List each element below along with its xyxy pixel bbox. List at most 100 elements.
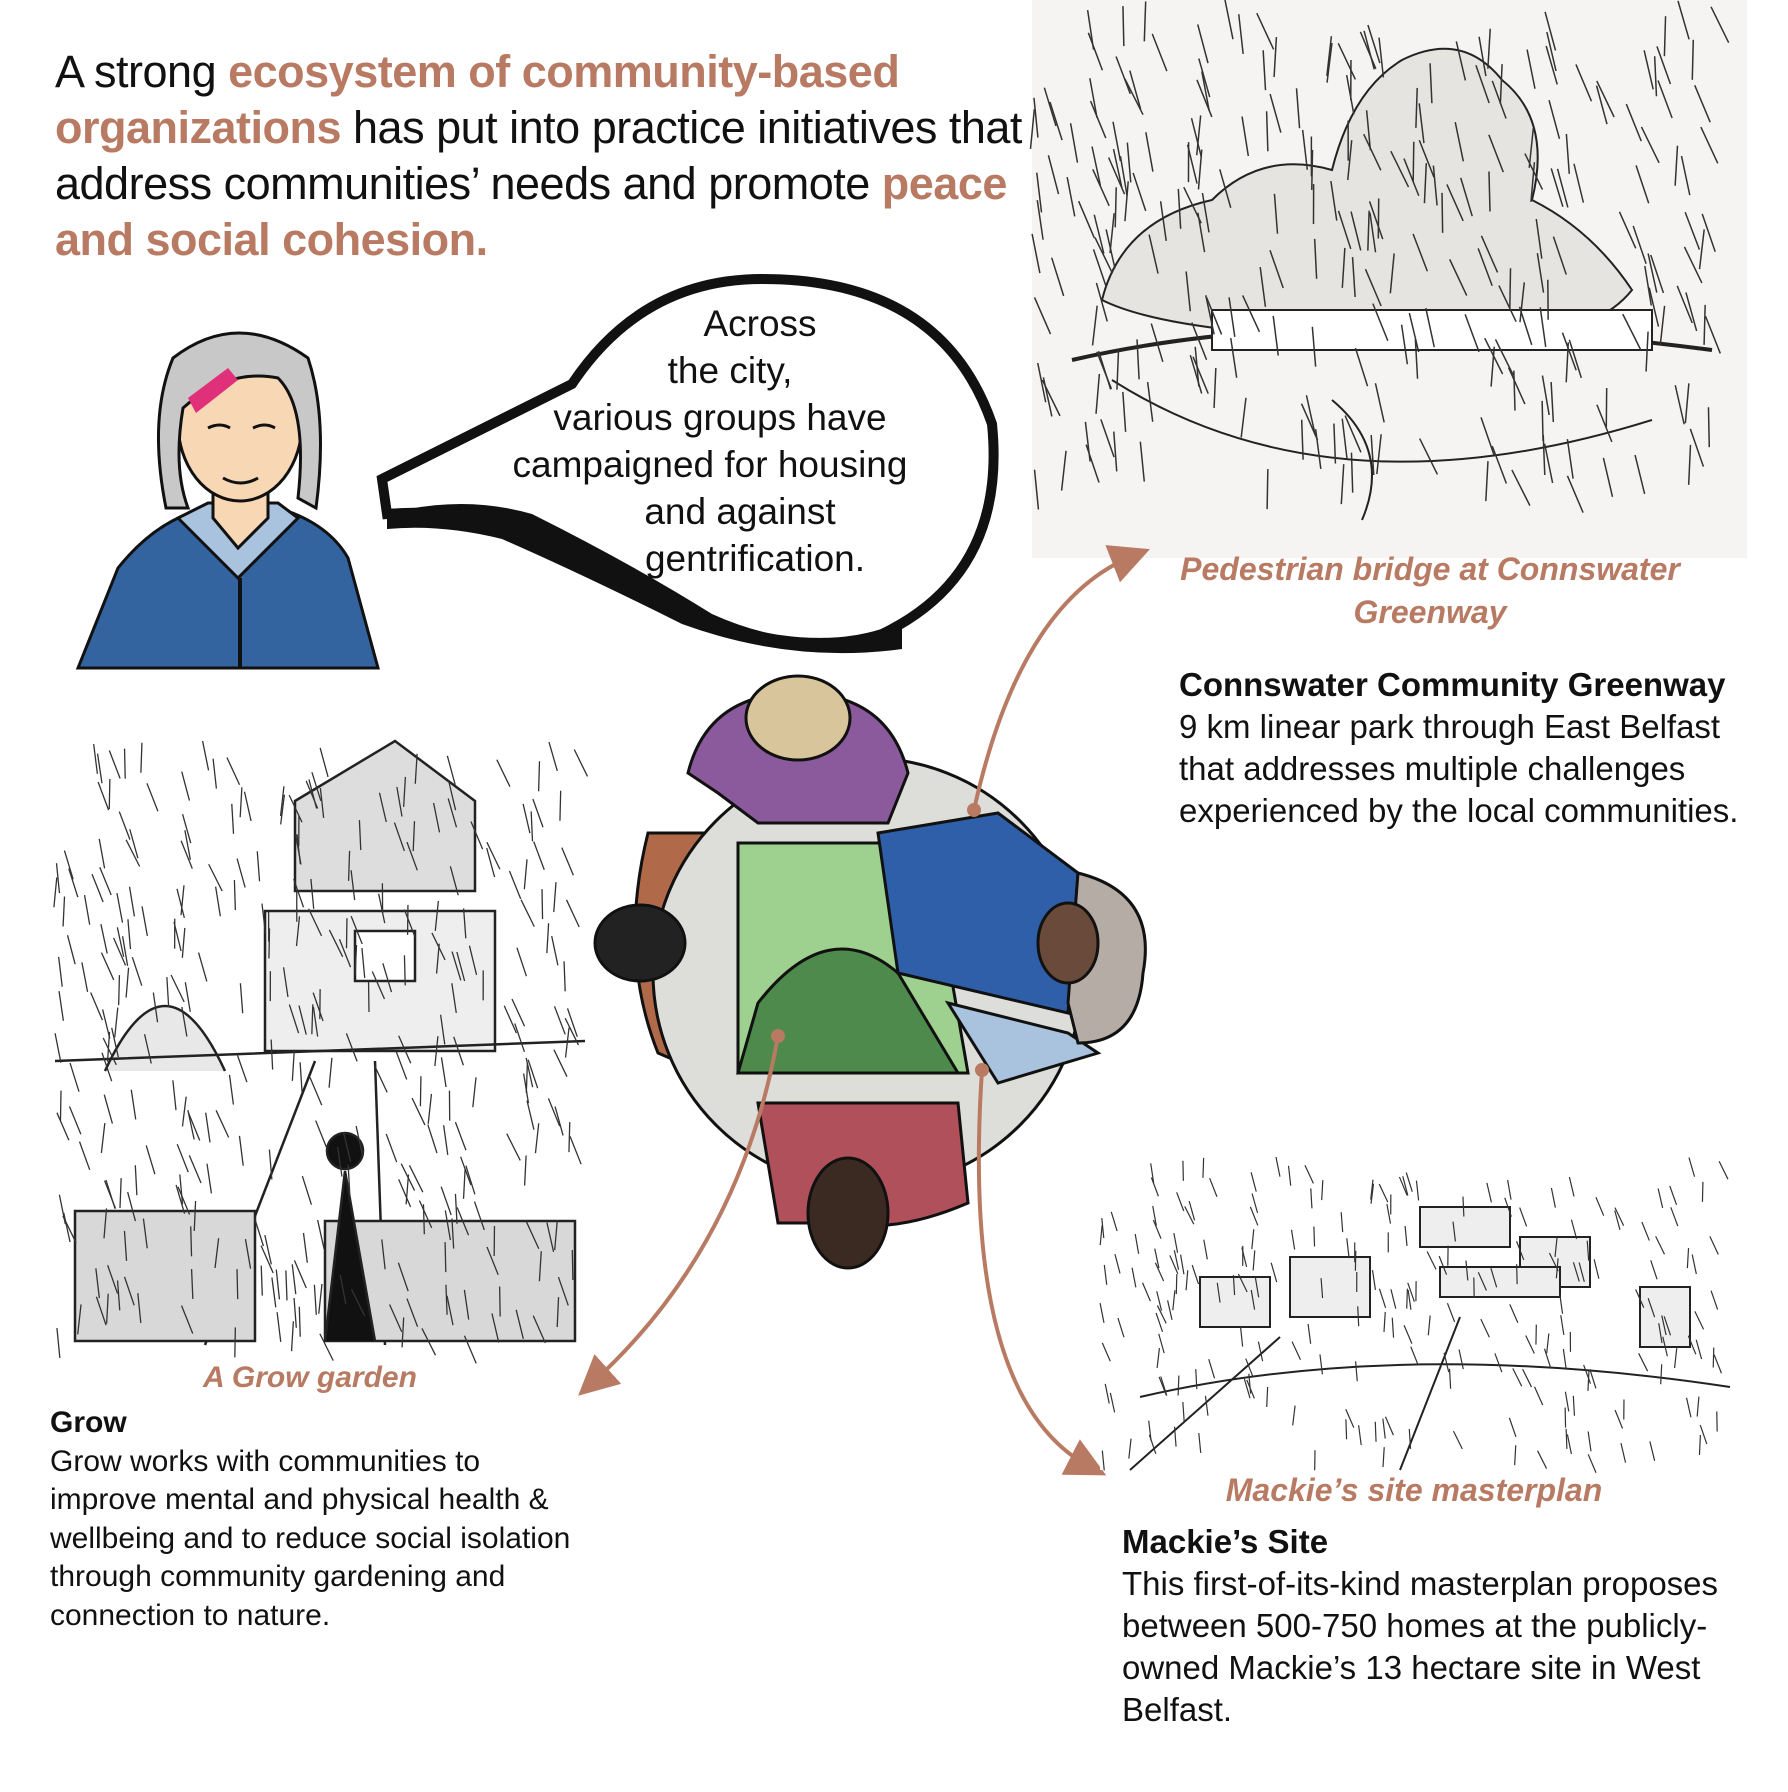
hatch-stroke: [398, 1035, 412, 1064]
hatch-stroke: [1465, 1260, 1469, 1281]
hatch-stroke: [486, 841, 501, 870]
hatch-stroke: [1154, 1262, 1165, 1282]
hatch-stroke: [1347, 140, 1353, 181]
hatch-stroke: [511, 998, 526, 1027]
hatch-stroke: [463, 1335, 477, 1364]
hatch-stroke: [1490, 1268, 1498, 1288]
hatch-stroke: [1378, 1288, 1387, 1309]
hatch-stroke: [1173, 1232, 1179, 1253]
hatch-stroke: [101, 1009, 111, 1039]
hatch-stroke: [1602, 457, 1614, 497]
hatch-stroke: [1687, 444, 1692, 485]
hatch-stroke: [1237, 1273, 1248, 1293]
hatch-stroke: [1265, 111, 1269, 152]
hatch-stroke: [1691, 39, 1695, 80]
hatch-stroke: [418, 1200, 433, 1229]
hatch-stroke: [1369, 212, 1377, 253]
headline-highlight: ecosystem of community-based organizatio…: [55, 46, 900, 153]
hatch-stroke: [1390, 1289, 1397, 1309]
hatch-stroke: [293, 878, 305, 908]
hatch-stroke: [1195, 1369, 1198, 1390]
hatch-stroke: [143, 1034, 152, 1064]
hatch-stroke: [1092, 249, 1108, 288]
hatch-stroke: [1145, 132, 1154, 172]
hatch-stroke: [525, 1062, 529, 1094]
hatch-stroke: [1177, 1375, 1180, 1396]
arrow-to-mackies: [976, 1069, 1107, 1476]
hatch-stroke: [1689, 428, 1705, 467]
hatch-stroke: [1539, 307, 1547, 348]
hatch-stroke: [1684, 211, 1701, 250]
hatch-stroke: [1525, 1335, 1535, 1354]
hatch-stroke: [1112, 148, 1123, 189]
hatch-stroke: [1150, 323, 1164, 363]
hatch-stroke: [554, 1220, 558, 1251]
hatch-stroke: [565, 899, 580, 928]
hatch-stroke: [1528, 127, 1535, 168]
hatch-stroke: [1507, 1179, 1512, 1200]
hatch-stroke: [62, 1215, 77, 1244]
hatch-stroke: [456, 1207, 470, 1236]
hatch-stroke: [451, 983, 457, 1014]
hatch-stroke: [1290, 1229, 1296, 1250]
hatch-stroke: [1122, 391, 1127, 432]
hatch-stroke: [444, 1210, 452, 1241]
connswater-caption: Pedestrian bridge at Connswater Greenway: [1180, 551, 1680, 630]
hatch-stroke: [1645, 331, 1649, 372]
hatch-stroke: [1156, 1291, 1163, 1311]
hatch-stroke: [1272, 315, 1279, 356]
hatch-stroke: [1152, 1205, 1157, 1226]
hatch-stroke: [398, 1179, 412, 1208]
hatch-stroke: [215, 1110, 230, 1138]
hatch-stroke: [1091, 146, 1102, 186]
hatch-stroke: [1550, 168, 1564, 207]
hatch-stroke: [55, 863, 61, 894]
hatch-stroke: [1499, 64, 1503, 105]
hatch-stroke: [236, 1269, 239, 1300]
hatch-stroke: [440, 1186, 452, 1216]
hatch-stroke: [62, 896, 66, 927]
hatch-stroke: [244, 1238, 252, 1269]
hatch-stroke: [1516, 1264, 1518, 1285]
hatch-stroke: [319, 747, 329, 778]
hatch-stroke: [1150, 1177, 1159, 1197]
hatch-stroke: [1560, 1315, 1565, 1336]
hatch-stroke: [1363, 30, 1375, 70]
hatch-stroke: [1685, 292, 1698, 332]
hatch-stroke: [1384, 1416, 1394, 1436]
hatch-stroke: [1160, 1376, 1168, 1396]
hatch-stroke: [125, 839, 141, 867]
hatch-stroke: [401, 1317, 405, 1348]
hatch-stroke: [1159, 201, 1167, 241]
hatch-stroke: [236, 1053, 248, 1083]
hatch-stroke: [1680, 155, 1691, 196]
hatch-stroke: [1687, 1335, 1697, 1355]
hatch-stroke: [1099, 1225, 1103, 1246]
bubble-line: gentrification.: [644, 538, 866, 579]
hatch-stroke: [56, 1112, 70, 1141]
hatch-stroke: [108, 750, 121, 779]
hatch-stroke: [1701, 213, 1716, 252]
hatch-stroke: [1196, 79, 1213, 118]
hatch-stroke: [181, 814, 192, 844]
hatch-stroke: [190, 1269, 194, 1300]
hatch-stroke: [1367, 24, 1381, 64]
hatch-stroke: [1337, 210, 1352, 250]
hatch-stroke: [1550, 1187, 1556, 1208]
hatch-stroke: [1205, 297, 1223, 335]
hatch-stroke: [312, 992, 324, 1022]
hatch-stroke: [1254, 1277, 1260, 1298]
hatch-stroke: [403, 955, 406, 986]
headline-highlight: peace and social cohesion.: [55, 158, 1007, 265]
hatch-stroke: [180, 840, 193, 869]
hatch-stroke: [1514, 1445, 1517, 1466]
hatch-stroke: [1213, 367, 1217, 408]
hatch-stroke: [396, 786, 403, 817]
hatch-stroke: [1713, 1354, 1723, 1374]
hatch-stroke: [1350, 211, 1362, 251]
hatch-stroke: [193, 1200, 197, 1231]
hatch-stroke: [559, 790, 562, 821]
hatch-stroke: [302, 1232, 308, 1263]
hatch-stroke: [1669, 1185, 1678, 1206]
hatch-stroke: [462, 1168, 466, 1199]
